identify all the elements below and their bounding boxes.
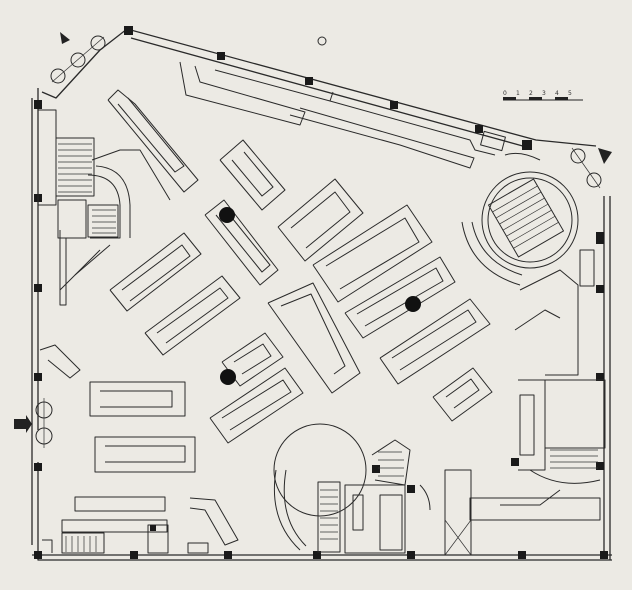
scale-label-5: 5 <box>568 90 572 97</box>
columns <box>219 207 421 385</box>
entrance-arrow-icon <box>598 148 612 164</box>
stair-round-bottom <box>273 423 431 554</box>
stair-rotunda-right <box>461 152 595 287</box>
scale-label-4: 4 <box>555 90 559 97</box>
bottom-left-rooms <box>42 524 209 554</box>
left-display-cases <box>39 230 239 546</box>
entrance-right <box>570 147 612 189</box>
scale-label-3: 3 <box>542 90 546 97</box>
entrance-left <box>14 398 53 448</box>
scale-label-0: 0 <box>503 90 507 97</box>
scale-bar: 0 1 2 3 4 5 <box>503 90 583 101</box>
stair-top-left <box>37 109 171 239</box>
entrance-arrow-icon <box>14 415 32 433</box>
marker-circle <box>317 36 327 46</box>
column <box>219 207 235 223</box>
entrance-arrow-icon <box>60 32 70 44</box>
column <box>220 369 236 385</box>
top-wall-counters <box>179 61 506 169</box>
scale-label-2: 2 <box>529 90 533 97</box>
column <box>405 296 421 312</box>
scale-label-1: 1 <box>516 90 520 97</box>
wall-piers <box>34 26 608 559</box>
entrance-top-left <box>50 32 106 84</box>
service-core-right <box>444 269 606 556</box>
